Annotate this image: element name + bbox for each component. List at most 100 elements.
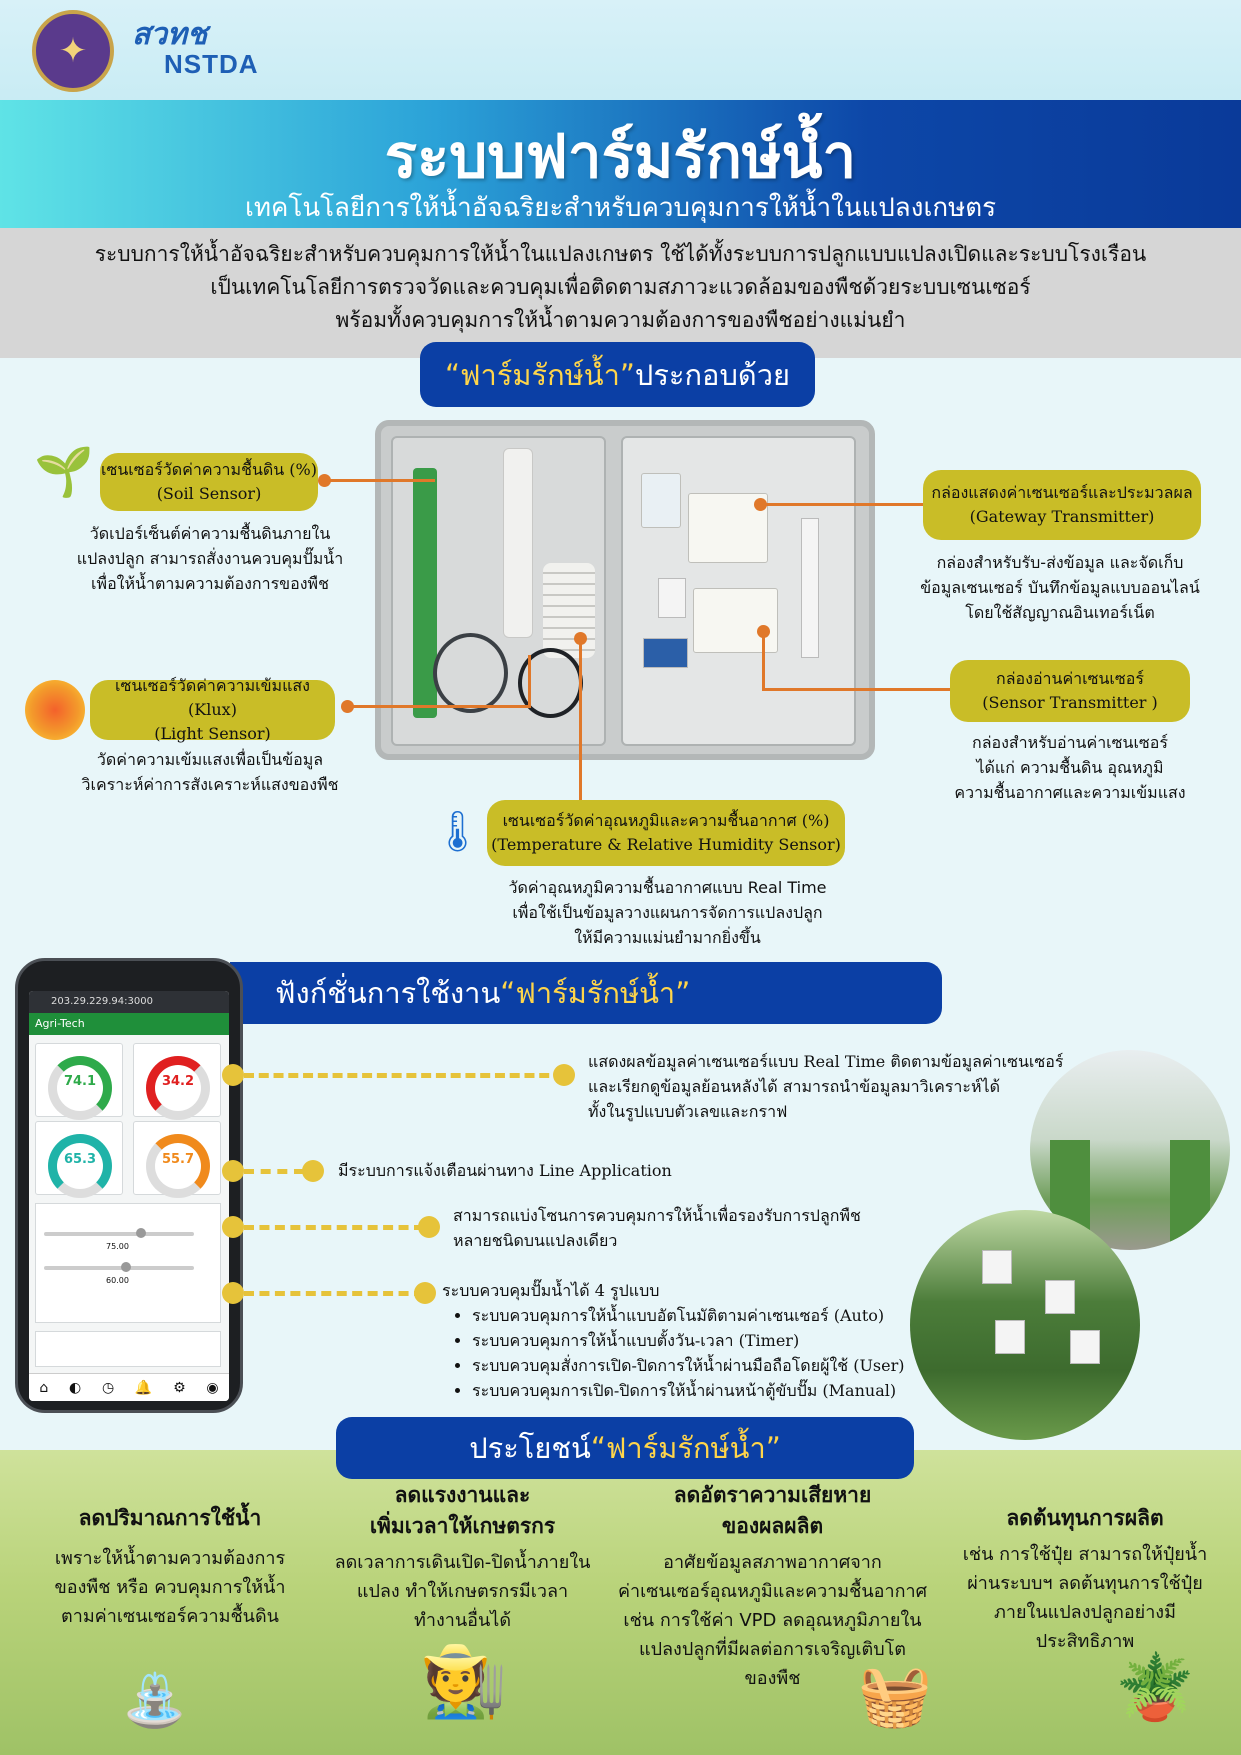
connector-line bbox=[762, 688, 950, 691]
benefit-text: เช่น การใช้ปุ๋ย สามารถให้ปุ๋ยน้ำ ผ่านระบ… bbox=[950, 1540, 1220, 1656]
desc-line: ให้มีความแม่นยำมากยิ่งขึ้น bbox=[574, 928, 761, 947]
temp-sensor-description: วัดค่าอุณหภูมิความชื้นอากาศแบบ Real Time… bbox=[480, 875, 855, 950]
zone-control-card: 75.00 60.00 bbox=[35, 1203, 221, 1323]
benefit-line: ภายในแปลงปลูกอย่างมี bbox=[994, 1602, 1176, 1623]
phone-mockup: 203.29.229.94:3000 Agri-Tech 74.1 34.2 6… bbox=[15, 958, 243, 1413]
feature-line: สามารถแบ่งโซนการควบคุมการให้น้ำเพื่อรองร… bbox=[453, 1206, 861, 1225]
clock-icon[interactable]: ◷ bbox=[101, 1379, 115, 1396]
slider-handle[interactable] bbox=[136, 1228, 146, 1238]
desc-line: วัดเปอร์เซ็นต์ค่าความชื้นดินภายใน bbox=[89, 524, 331, 543]
benefit-title: ของผลผลิต bbox=[721, 1514, 824, 1538]
desc-line: ข้อมูลเซนเซอร์ บันทึกข้อมูลแบบออนไลน์ bbox=[920, 578, 1200, 597]
feature-bullet bbox=[222, 1216, 244, 1238]
slider-track[interactable] bbox=[44, 1266, 194, 1270]
farmer-icon: 🧑‍🌾 bbox=[420, 1640, 508, 1722]
page-subtitle: เทคโนโลยีการให้น้ำอัจฉริยะสำหรับควบคุมกา… bbox=[244, 193, 997, 223]
radiation-shield bbox=[543, 563, 595, 658]
sensor-transmitter-description: กล่องสำหรับอ่านค่าเซนเซอร์ ได้แก่ ความชื… bbox=[930, 730, 1210, 805]
feature-bullet bbox=[222, 1282, 244, 1304]
benefit-line: ทำงานอื่นได้ bbox=[413, 1610, 512, 1631]
phone-screen: 203.29.229.94:3000 Agri-Tech 74.1 34.2 6… bbox=[29, 991, 229, 1401]
sensor-box bbox=[1070, 1330, 1100, 1364]
gardener-icon: 🪴 bbox=[1115, 1651, 1195, 1725]
bell-icon[interactable]: 🔔 bbox=[134, 1379, 153, 1396]
feature-line: และเรียกดูข้อมูลย้อนหลังได้ สามารถนำข้อม… bbox=[588, 1077, 1000, 1096]
feature-line: แสดงผลข้อมูลค่าเซนเซอร์แบบ Real Time ติด… bbox=[588, 1052, 1064, 1071]
feature-pump-modes: ระบบควบคุมปั๊มน้ำได้ 4 รูปแบบ ระบบควบคุม… bbox=[442, 1278, 912, 1403]
connector-dot bbox=[757, 625, 770, 638]
feature-line-alert-text: มีระบบการแจ้งเตือนผ่านทาง Line Applicati… bbox=[338, 1161, 672, 1180]
toggle-icon[interactable]: ◐ bbox=[68, 1379, 82, 1396]
connector-line bbox=[528, 655, 531, 708]
temp-sensor-label-en: (Temperature & Relative Humidity Sensor) bbox=[491, 835, 841, 854]
benefit-text: เพราะให้น้ำตามความต้องการ ของพืช หรือ คว… bbox=[30, 1544, 310, 1631]
feature-bullet bbox=[553, 1064, 575, 1086]
soil-sensor-tag: เซนเซอร์วัดค่าความชื้นดิน (%) (Soil Sens… bbox=[100, 453, 318, 511]
timer-module bbox=[641, 473, 681, 528]
nstda-logo: สวทช NSTDA bbox=[132, 20, 332, 80]
benefit-text: อาศัยข้อมูลสภาพอากาศจาก ค่าเซนเซอร์อุณหภ… bbox=[615, 1548, 930, 1693]
gauge-arc bbox=[48, 1056, 112, 1120]
gauge-value: 34.2 bbox=[161, 1074, 195, 1089]
connector-line bbox=[579, 640, 582, 800]
feature-bullet bbox=[222, 1064, 244, 1086]
slider-value: 60.00 bbox=[106, 1276, 129, 1285]
gear-icon[interactable]: ⚙ bbox=[173, 1379, 186, 1396]
sprinkler-icon: ⛲ bbox=[122, 1671, 188, 1731]
slider-handle[interactable] bbox=[121, 1262, 131, 1272]
feature-line: หลายชนิดบนแปลงเดียว bbox=[453, 1231, 618, 1250]
logo-latin-word: NSTDA bbox=[164, 49, 259, 79]
connector-dot bbox=[574, 632, 587, 645]
desc-line: ได้แก่ ความชื้นดิน อุณหภูมิ bbox=[976, 758, 1164, 777]
benefit-title: ลดต้นทุนการผลิต bbox=[1006, 1506, 1164, 1530]
gateway-label-en: (Gateway Transmitter) bbox=[969, 507, 1155, 526]
connector-line bbox=[762, 633, 765, 688]
desc-line: กล่องสำหรับอ่านค่าเซนเซอร์ bbox=[972, 733, 1168, 752]
heading-quoted: “ฟาร์มรักษ์น้ำ” bbox=[590, 1431, 781, 1465]
benefit-line: ประสิทธิภาพ bbox=[1035, 1631, 1135, 1652]
browser-url-bar[interactable]: 203.29.229.94:3000 bbox=[29, 991, 229, 1013]
feature-realtime-text: แสดงผลข้อมูลค่าเซนเซอร์แบบ Real Time ติด… bbox=[588, 1049, 1088, 1124]
desc-line: วิเคราะห์ค่าการสังเคราะห์แสงของพืช bbox=[81, 775, 339, 794]
gateway-label-th: กล่องแสดงค่าเซนเซอร์และประมวลผล bbox=[931, 483, 1193, 502]
sensor-tx-label-th: กล่องอ่านค่าเซนเซอร์ bbox=[996, 669, 1144, 688]
user-icon[interactable]: ◉ bbox=[206, 1379, 219, 1396]
benefit-text: ลดเวลาการเดินเปิด-ปิดน้ำภายใน แปลง ทำให้… bbox=[320, 1548, 605, 1635]
home-icon[interactable]: ⌂ bbox=[39, 1379, 49, 1396]
sun-icon bbox=[25, 680, 85, 740]
feature-connector bbox=[244, 1225, 424, 1230]
heading-quoted: “ฟาร์มรักษ์น้ำ” bbox=[445, 357, 635, 392]
gauge-arc bbox=[146, 1134, 210, 1198]
pump-mode-item: ระบบควบคุมการให้น้ำแบบตั้งวัน-เวลา (Time… bbox=[472, 1328, 912, 1353]
soil-sensor-label-en: (Soil Sensor) bbox=[156, 484, 262, 503]
slider-track[interactable] bbox=[44, 1232, 194, 1236]
benefit-labor: ลดแรงงานและ เพิ่มเวลาให้เกษตรกร ลดเวลากา… bbox=[320, 1480, 605, 1635]
gauge-card: 55.7 bbox=[133, 1121, 221, 1198]
din-rail bbox=[801, 518, 819, 658]
seedling-icon: 🌱 bbox=[34, 444, 94, 500]
field-sensor-photo bbox=[910, 1210, 1140, 1440]
logo-thai-word: สวทช bbox=[132, 18, 208, 51]
functions-heading: ฟังก์ชั่นการใช้งาน “ฟาร์มรักษ์น้ำ” bbox=[230, 962, 942, 1024]
temp-humidity-sensor-tag: เซนเซอร์วัดค่าอุณหภูมิและความชื้นอากาศ (… bbox=[487, 800, 845, 866]
benefit-line: แปลงปลูกที่มีผลต่อการเจริญเติบโต bbox=[638, 1639, 906, 1660]
benefit-water: ลดปริมาณการใช้น้ำ เพราะให้น้ำตามความต้อง… bbox=[30, 1503, 310, 1631]
app-name: Agri-Tech bbox=[35, 1017, 85, 1030]
gauge-value: 65.3 bbox=[63, 1152, 97, 1167]
desc-line: กล่องสำหรับรับ-ส่งข้อมูล และจัดเก็บ bbox=[936, 553, 1184, 572]
benefit-line: แปลง ทำให้เกษตรกรมีเวลา bbox=[356, 1581, 569, 1602]
heading-rest: ประกอบด้วย bbox=[634, 357, 790, 392]
heading-quoted: “ฟาร์มรักษ์น้ำ” bbox=[500, 976, 691, 1010]
desc-line: เพื่อใช้เป็นข้อมูลวางแผนการจัดการแปลงปลู… bbox=[512, 903, 823, 922]
sensor-cable bbox=[433, 633, 508, 713]
gauge-card: 34.2 bbox=[133, 1043, 221, 1120]
intro-line: พร้อมทั้งควบคุมการให้น้ำตามความต้องการขอ… bbox=[335, 308, 906, 332]
light-sensor-tag: เซนเซอร์วัดค่าความเข้มแสง (Klux) (Light … bbox=[90, 676, 335, 743]
light-sensor-pipe bbox=[503, 448, 533, 638]
benefit-line: ตามค่าเซนเซอร์ความชื้นดิน bbox=[61, 1606, 279, 1627]
pump-mode-list: ระบบควบคุมการให้น้ำแบบอัตโนมัติตามค่าเซน… bbox=[442, 1303, 912, 1403]
temp-sensor-label-th: เซนเซอร์วัดค่าอุณหภูมิและความชื้นอากาศ (… bbox=[502, 811, 830, 830]
gateway-description: กล่องสำหรับรับ-ส่งข้อมูล และจัดเก็บ ข้อม… bbox=[905, 550, 1215, 625]
intro-line: ระบบการให้น้ำอัจฉริยะสำหรับควบคุมการให้น… bbox=[94, 242, 1147, 266]
desc-line: แปลงปลูก สามารถสั่งงานควบคุมปั๊มน้ำ bbox=[76, 549, 344, 568]
